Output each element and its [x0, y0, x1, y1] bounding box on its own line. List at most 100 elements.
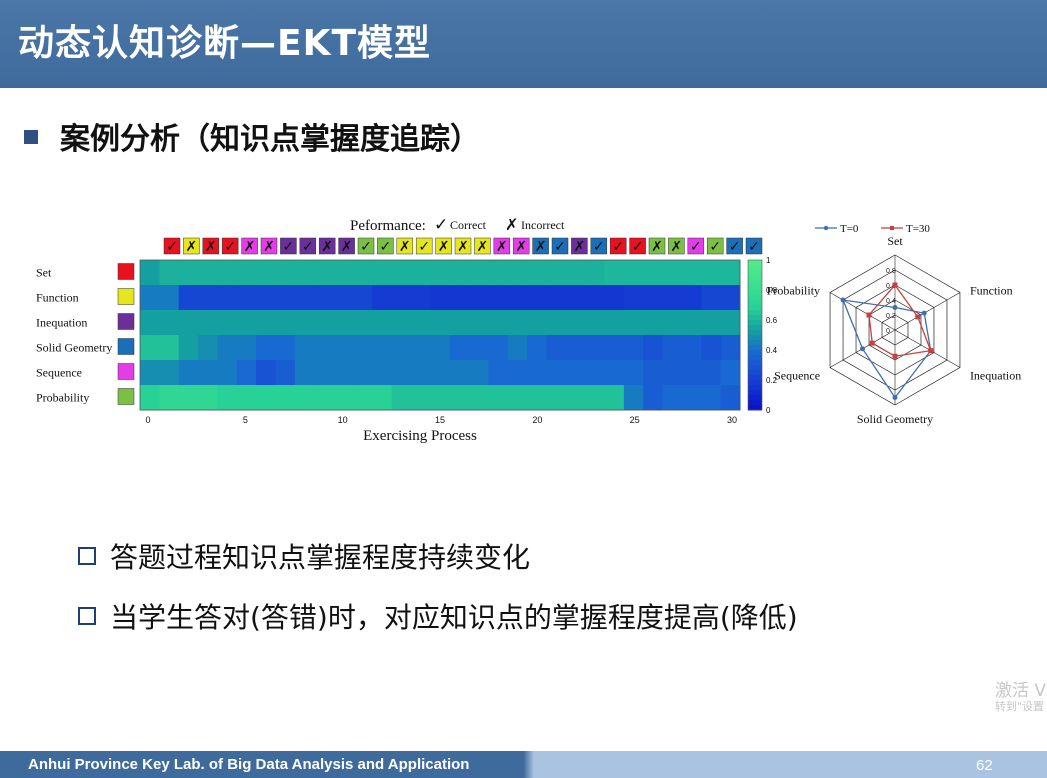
check-icon: ✓	[418, 239, 430, 255]
radar-point	[892, 282, 898, 288]
radar-point	[921, 310, 927, 316]
sequence-marker	[532, 237, 549, 255]
check-icon: ✓	[729, 239, 741, 255]
colorbar-segment	[748, 305, 762, 311]
check-icon: ✓	[709, 239, 721, 255]
radar-axis-label: Set	[887, 234, 903, 248]
colorbar-segment	[748, 270, 762, 276]
heatmap-cell	[643, 335, 664, 361]
check-icon: ✓	[283, 239, 295, 255]
sequence-marker	[299, 237, 317, 255]
heatmap-cell	[546, 335, 567, 361]
heatmap-cell	[662, 360, 683, 386]
colorbar-segment	[748, 380, 762, 386]
heatmap-cell	[565, 335, 586, 361]
heatmap-cell	[430, 385, 451, 411]
cross-icon: ✗	[496, 239, 508, 255]
sequence-marker	[202, 237, 220, 255]
heatmap-cell	[469, 310, 489, 336]
heatmap-cell	[333, 260, 354, 286]
heatmap-cell	[565, 360, 586, 386]
heatmap-cell	[294, 310, 315, 336]
heatmap-cell	[662, 260, 683, 286]
x-tick-label: 10	[338, 415, 348, 425]
check-icon: ✓	[166, 239, 178, 255]
heatmap-cell	[449, 285, 470, 311]
heatmap-cell	[217, 310, 238, 336]
heatmap-cell	[275, 310, 296, 336]
heatmap-cell	[236, 385, 257, 411]
sequence-marker	[415, 237, 433, 255]
hollow-square-icon	[78, 607, 96, 625]
heatmap-cell	[159, 310, 180, 336]
heatmap-cell	[681, 385, 702, 411]
heatmap-cell	[507, 285, 528, 311]
heatmap-cell	[585, 310, 606, 336]
heatmap-cell	[681, 360, 702, 386]
heatmap-cell	[140, 260, 160, 286]
heatmap-cell	[352, 385, 373, 411]
heatmap-cell	[159, 335, 180, 361]
check-icon: ✓	[360, 239, 372, 255]
heatmap-cell	[585, 385, 606, 411]
colorbar-segment	[748, 355, 762, 361]
heatmap-cell	[236, 360, 257, 386]
heatmap-cell	[720, 335, 741, 361]
heatmap-cell	[236, 285, 257, 311]
heatmap-cell	[236, 335, 257, 361]
cross-icon: ✗	[505, 215, 518, 234]
x-axis-label: Exercising Process	[363, 428, 477, 444]
colorbar-segment	[748, 390, 762, 396]
heatmap-cell	[469, 360, 489, 386]
heatmap-cell	[720, 285, 741, 311]
cross-icon: ✗	[515, 239, 527, 255]
radar-point	[869, 340, 875, 346]
radar-tick-label: 0	[886, 328, 890, 335]
sequence-marker	[629, 237, 646, 255]
check-icon: ✓	[632, 239, 644, 255]
heatmap-chart: Peformance:✓Correct✗Incorrect✓✗✗✓✗✗✓✓✗✗✓…	[36, 215, 778, 444]
heatmap-cell	[430, 335, 451, 361]
heatmap-cell	[314, 310, 335, 336]
cross-icon: ✗	[205, 239, 217, 255]
heatmap-cell	[720, 260, 741, 286]
heatmap-cell	[410, 310, 431, 336]
heatmap-cell	[314, 260, 335, 286]
legend-series-label: T=30	[906, 223, 930, 235]
heatmap-cell	[449, 385, 470, 411]
heatmap-cell	[507, 260, 528, 286]
heatmap-cell	[159, 285, 180, 311]
heatmap-cell	[449, 360, 470, 386]
heatmap-cell	[662, 385, 683, 411]
heatmap-cell	[275, 260, 296, 286]
colorbar-segment	[748, 395, 762, 401]
heatmap-cell	[546, 360, 567, 386]
heatmap-cell	[294, 285, 315, 311]
heatmap-cell	[701, 335, 722, 361]
heatmap-cell	[604, 335, 625, 361]
heatmap-cell	[372, 335, 393, 361]
heatmap-cell	[217, 360, 238, 386]
concept-color-key	[117, 288, 135, 305]
heatmap-cell	[217, 285, 238, 311]
colorbar-segment	[748, 350, 762, 356]
cross-icon: ✗	[535, 239, 547, 255]
heatmap-cell	[469, 260, 489, 286]
heatmap-cell	[256, 260, 276, 286]
heatmap-cell	[681, 335, 702, 361]
colorbar-segment	[748, 330, 762, 336]
check-icon: ✓	[302, 239, 314, 255]
concept-color-key	[117, 388, 135, 405]
sequence-marker	[260, 237, 278, 255]
heatmap-cell	[604, 360, 625, 386]
heatmap-cell	[314, 385, 335, 411]
heatmap-cell	[198, 385, 218, 411]
colorbar-tick-label: 0.2	[766, 376, 778, 385]
bullet-text: 答题过程知识点掌握程度持续变化	[110, 541, 531, 574]
heatmap-cell	[546, 285, 567, 311]
bullet-text: 当学生答对(答错)时，对应知识点的掌握程度提高(降低)	[110, 601, 798, 634]
cross-icon: ✗	[244, 239, 256, 255]
heatmap-cell	[565, 285, 586, 311]
heatmap-cell	[314, 285, 335, 311]
heatmap-cell	[604, 310, 625, 336]
